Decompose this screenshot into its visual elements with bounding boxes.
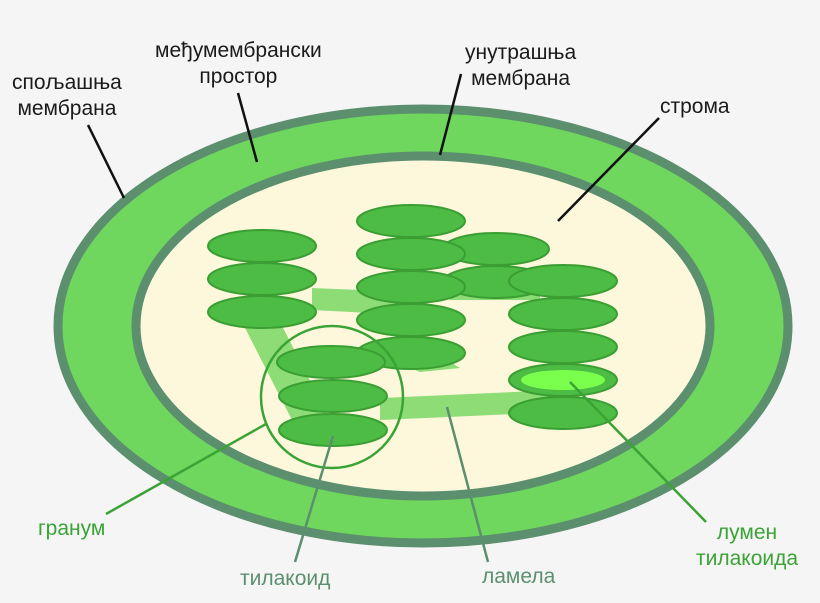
thylakoid-disc <box>356 204 466 238</box>
thylakoid-disc <box>508 330 618 364</box>
thylakoid-disc <box>356 303 466 337</box>
label-granum: гранум <box>38 517 106 540</box>
label-thylakoid-lumen: лумен тилакоида <box>696 521 799 570</box>
leader-lamella <box>445 406 490 563</box>
leader-lumen <box>569 381 707 523</box>
leader-inner-membrane <box>438 73 463 156</box>
granum-stack-2 <box>356 204 466 370</box>
label-inner-membrane: унутрашња мембрана <box>465 41 577 90</box>
leader-stroma <box>557 117 660 222</box>
thylakoid-disc <box>207 229 317 263</box>
leader-intermembrane <box>236 92 259 163</box>
leader-lines <box>86 73 707 563</box>
label-lamella: ламела <box>482 565 556 588</box>
label-outer-membrane: спољашња мембрана <box>12 71 122 120</box>
label-stroma: строма <box>660 95 730 118</box>
thylakoid-disc <box>278 379 388 413</box>
leader-outer-membrane <box>86 124 126 199</box>
thylakoid-disc <box>207 295 317 329</box>
thylakoid-disc <box>356 237 466 271</box>
thylakoid-disc <box>276 345 386 379</box>
thylakoid-disc <box>278 413 388 447</box>
granum-stack-4 <box>508 264 618 430</box>
granum-highlight-circle <box>259 324 405 470</box>
thylakoid-lumen <box>521 370 605 390</box>
label-intermembrane-space: међумембрански простор <box>155 39 322 88</box>
leader-granum <box>105 422 267 516</box>
thylakoid-disc <box>207 262 317 296</box>
thylakoid-disc <box>356 270 466 304</box>
label-thylakoid: тилакоид <box>240 567 331 590</box>
thylakoid-disc <box>508 396 618 430</box>
granum-stack-1 <box>207 229 317 329</box>
thylakoid-disc <box>508 297 618 331</box>
granum-stack-5 <box>276 345 388 447</box>
thylakoid-disc <box>508 264 618 298</box>
leader-thylakoid <box>293 435 335 563</box>
